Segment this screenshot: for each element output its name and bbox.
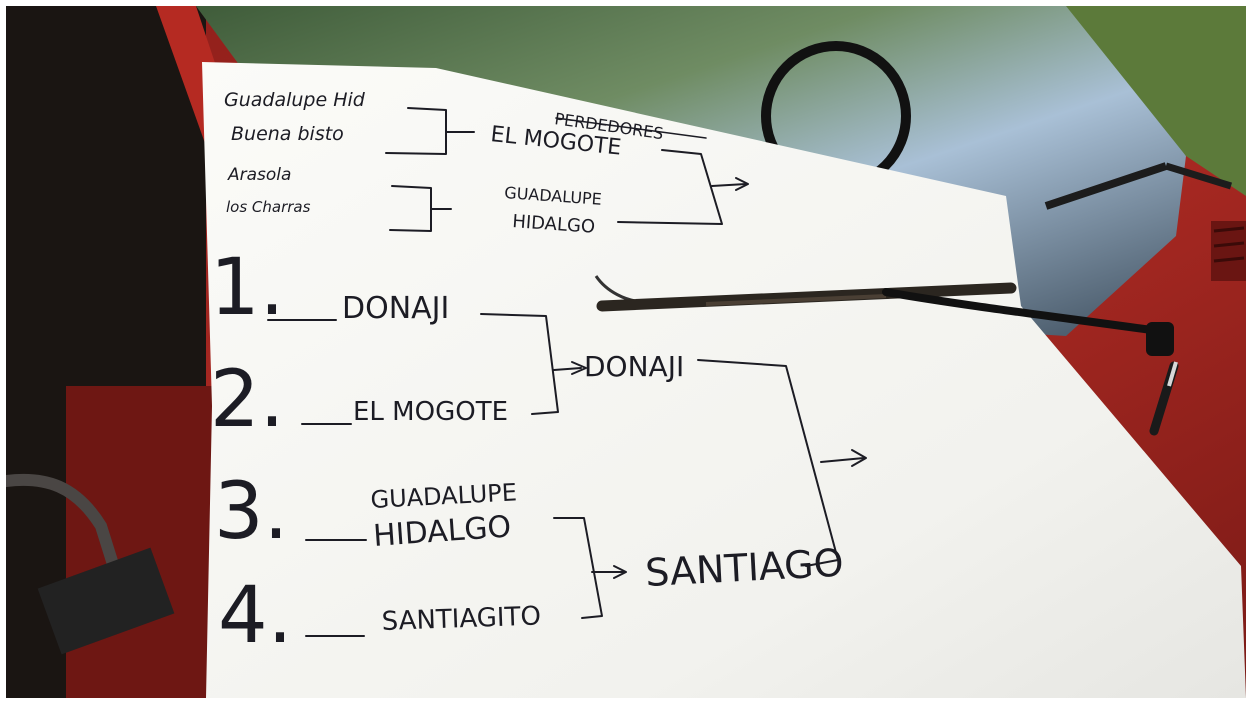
marker-pen bbox=[1149, 361, 1179, 436]
bracket-line bbox=[389, 185, 452, 232]
bracket-line bbox=[480, 313, 582, 415]
door-handle bbox=[6, 473, 175, 655]
wiper-blade bbox=[594, 275, 1174, 356]
main-bracket: 1. 2. 3. 4. DONAJI EL MOGOTE GUADALUPE H… bbox=[210, 243, 867, 661]
finalist-name: DONAJI bbox=[584, 350, 684, 383]
arrow-head bbox=[735, 177, 749, 191]
team-label: Buena bisto bbox=[231, 123, 344, 145]
photo-scene: Guadalupe Hid Buena bisto Arasola los Ch… bbox=[6, 6, 1246, 698]
bracket-photo: Guadalupe Hid Buena bisto Arasola los Ch… bbox=[6, 6, 1246, 698]
strikeout-line bbox=[555, 117, 707, 139]
arrow-head bbox=[613, 565, 627, 579]
hood-vent bbox=[1211, 221, 1246, 281]
wiper-on-windshield bbox=[1044, 162, 1233, 210]
seed-number: 2. bbox=[210, 355, 284, 445]
car-door bbox=[66, 386, 216, 698]
seed-number: 4. bbox=[218, 571, 292, 661]
arrow-head bbox=[571, 361, 587, 375]
top-bracket: Guadalupe Hid Buena bisto Arasola los Ch… bbox=[224, 89, 749, 238]
paper-sheet bbox=[202, 62, 1246, 698]
finalist-name: SANTIAGO bbox=[644, 541, 844, 595]
team-name: DONAJI bbox=[342, 291, 449, 326]
arrow-head bbox=[851, 449, 867, 467]
grass bbox=[1066, 6, 1246, 196]
team-label: Arasola bbox=[227, 165, 291, 185]
team-name: SANTIAGITO bbox=[381, 601, 541, 637]
seed-number: 3. bbox=[214, 467, 288, 557]
bracket-line bbox=[697, 359, 865, 567]
bracket-line bbox=[385, 107, 475, 155]
bracket-line bbox=[553, 517, 625, 619]
team-label: los Charras bbox=[226, 198, 311, 216]
team-name: EL MOGOTE bbox=[353, 397, 508, 427]
seed-number: 1. bbox=[210, 243, 284, 333]
bracket-line bbox=[617, 149, 747, 225]
team-label: Guadalupe Hid bbox=[224, 89, 366, 111]
